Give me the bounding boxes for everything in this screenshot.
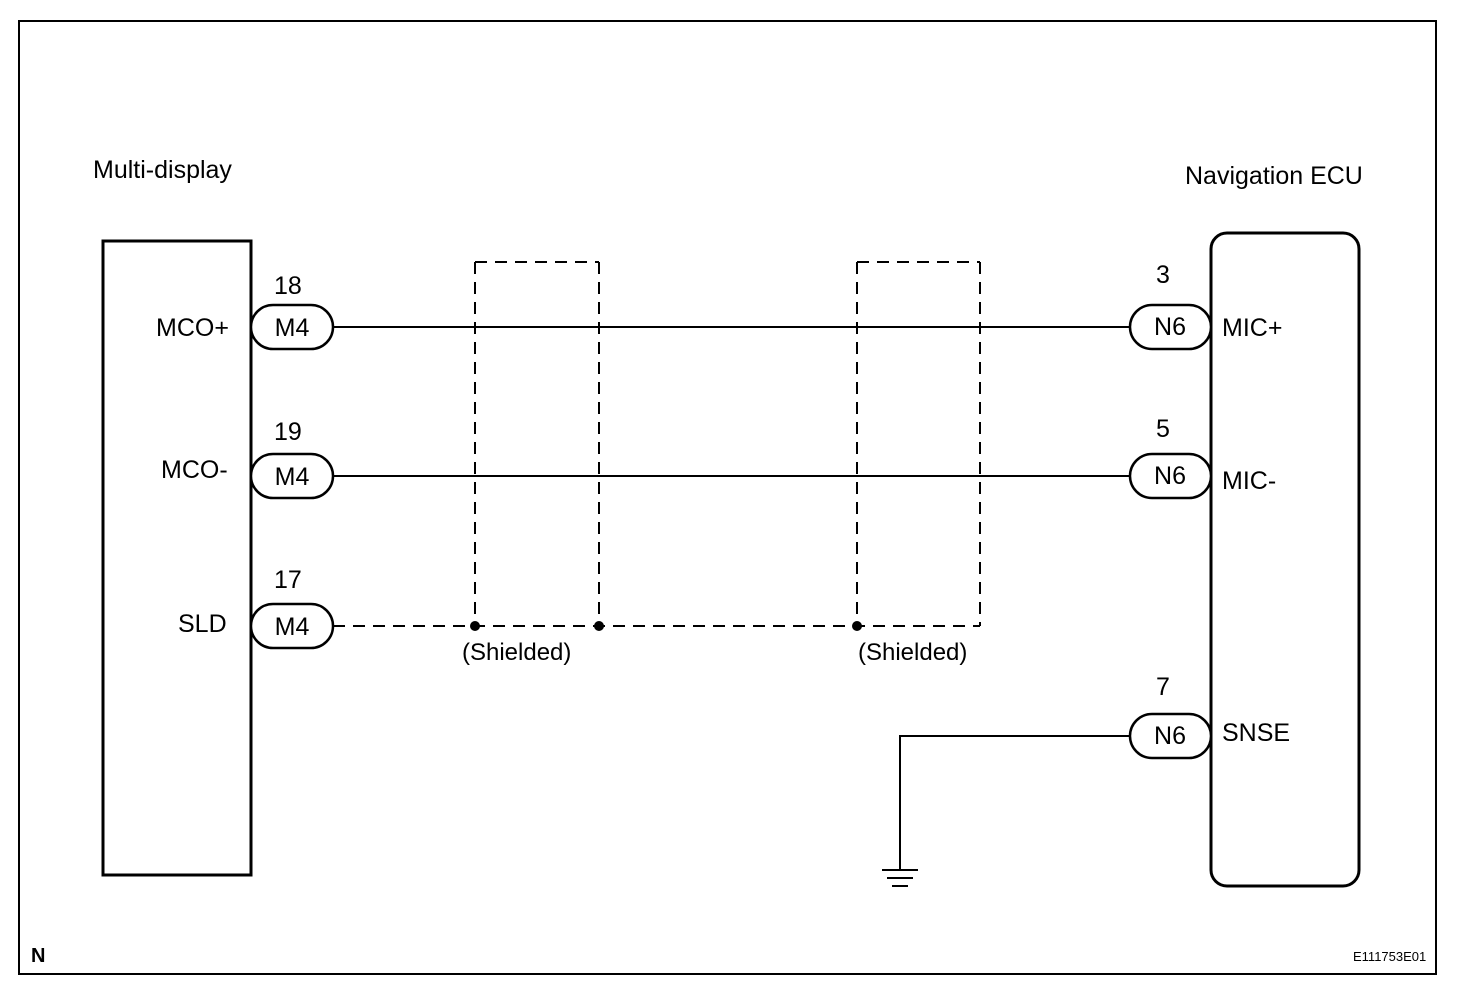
shield-label-2: (Shielded): [858, 639, 968, 666]
wire-snse-ground: [899, 735, 1130, 870]
junction-dot: [852, 621, 862, 631]
pin-label-mco-plus: MCO+: [156, 314, 229, 342]
diagram-frame: [18, 20, 1437, 975]
figure-code: E111753E01: [1353, 949, 1427, 964]
navigation-ecu-box: [1209, 231, 1361, 888]
connector-n6-pin-5: [1128, 452, 1213, 500]
pin-label-sld: SLD: [178, 610, 227, 638]
connector-m4-pin-18: [249, 303, 335, 351]
multi-display-title: Multi-display: [93, 156, 232, 184]
connector-n6-pin-7: [1128, 712, 1213, 760]
pin-number-3: 3: [1156, 261, 1170, 289]
shield-box-1: [474, 261, 600, 626]
pin-label-mic-plus: MIC+: [1222, 314, 1283, 342]
connector-n6-pin-3: [1128, 303, 1213, 351]
connector-label-m4: M4: [274, 314, 310, 342]
connector-label-n6: N6: [1154, 462, 1186, 490]
pin-number-18: 18: [274, 272, 302, 300]
connector-label-m4: M4: [274, 463, 310, 491]
connector-m4-pin-19: [249, 452, 335, 500]
pin-number-17: 17: [274, 566, 302, 594]
pin-label-mco-minus: MCO-: [161, 456, 228, 484]
connector-label-n6: N6: [1154, 722, 1186, 750]
corner-letter: N: [31, 945, 46, 967]
pin-label-snse: SNSE: [1222, 719, 1291, 747]
junction-dot: [470, 621, 480, 631]
pin-number-5: 5: [1156, 415, 1170, 443]
connector-label-m4: M4: [274, 613, 310, 641]
pin-label-mic-minus: MIC-: [1222, 467, 1277, 495]
connector-m4-pin-17: [249, 602, 335, 650]
connector-label-n6: N6: [1154, 313, 1186, 341]
junction-dot: [594, 621, 604, 631]
shield-label-1: (Shielded): [462, 639, 572, 666]
shield-box-2: [856, 261, 981, 626]
pin-number-7: 7: [1156, 673, 1170, 701]
navigation-ecu-title: Navigation ECU: [1185, 162, 1363, 190]
pin-number-19: 19: [274, 418, 302, 446]
multi-display-box: [101, 239, 253, 877]
ground-icon: [882, 869, 918, 887]
